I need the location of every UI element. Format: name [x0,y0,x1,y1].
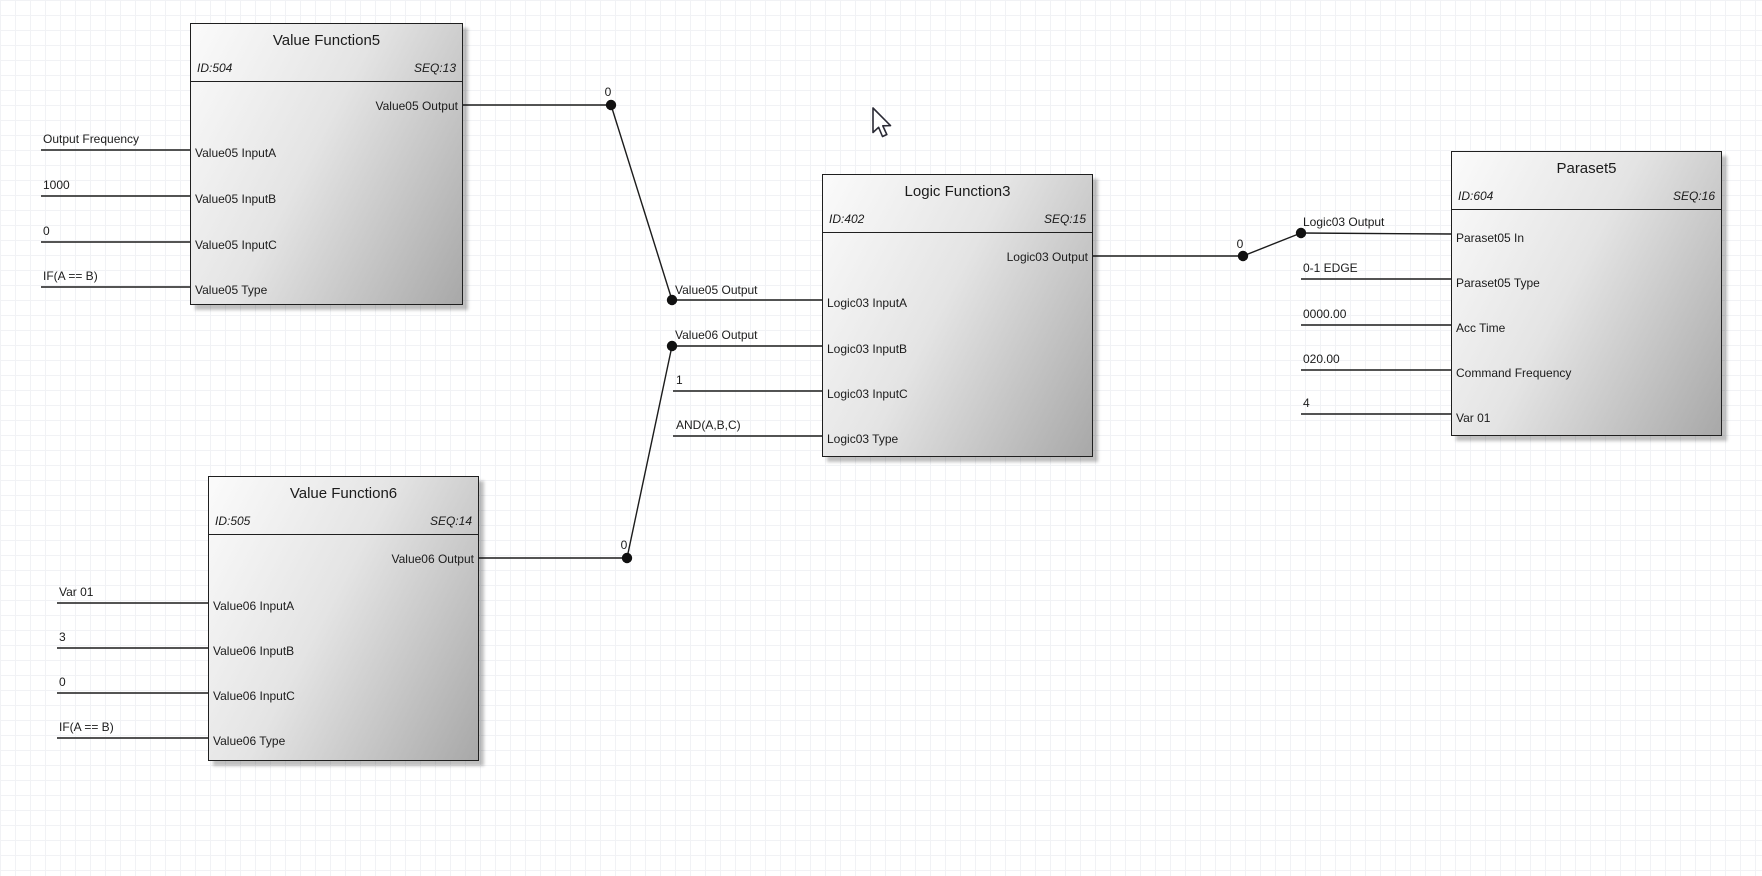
block-title: Value Function6 [289,485,398,502]
input-value-paraset05-type[interactable]: 0-1 EDGE [1303,261,1358,275]
port-value05-type[interactable]: Value05 Type [195,283,268,297]
port-value05-inputb[interactable]: Value05 InputB [195,192,277,206]
junction-value-label: 0 [1236,237,1244,251]
port-value05-output[interactable]: Value05 Output [375,99,458,113]
input-value-acc-time[interactable]: 0000.00 [1303,307,1347,321]
block-id: ID:505 [215,514,251,528]
input-value-vf6-inputc[interactable]: 0 [59,675,66,689]
port-var01[interactable]: Var 01 [1456,411,1491,425]
block-seq: SEQ:13 [413,61,456,75]
junction-dot [1237,250,1249,262]
port-logic03-output[interactable]: Logic03 Output [1006,250,1088,264]
input-value-vf5-inputc[interactable]: 0 [43,224,50,238]
block-id: ID:402 [829,212,865,226]
port-value06-type[interactable]: Value06 Type [213,734,286,748]
port-logic03-inputa[interactable]: Logic03 InputA [827,296,908,310]
port-value06-output[interactable]: Value06 Output [391,552,474,566]
port-value06-inputb[interactable]: Value06 InputB [213,644,295,658]
wire-value05-diagonal[interactable] [610,104,673,301]
junction-dot [621,552,633,564]
input-value-vf5-type[interactable]: IF(A == B) [43,269,98,283]
block-id: ID:604 [1458,189,1494,203]
block-seq: SEQ:16 [1672,189,1715,203]
input-value-logic03-type[interactable]: AND(A,B,C) [676,418,741,432]
block-header-divider [1452,209,1721,210]
input-value-vf6-inputa[interactable]: Var 01 [59,585,94,599]
port-logic03-inputb[interactable]: Logic03 InputB [827,342,908,356]
block-value-function5[interactable]: Value Function5 ID:504 SEQ:13 Value05 Ou… [190,23,463,305]
block-logic-function3[interactable]: Logic Function3 ID:402 SEQ:15 Logic03 Ou… [822,174,1093,457]
port-command-frequency[interactable]: Command Frequency [1456,366,1572,380]
junction-value-label: 0 [604,85,612,99]
block-id: ID:504 [197,61,233,75]
port-acc-time[interactable]: Acc Time [1456,321,1506,335]
block-title: Paraset5 [1556,160,1617,177]
block-title: Value Function5 [272,32,381,49]
junction-dot [605,99,617,111]
port-logic03-type[interactable]: Logic03 Type [827,432,899,446]
wire-tag-value06-output: Value06 Output [675,328,758,342]
junction-value-label: 0 [620,538,628,552]
block-title: Logic Function3 [904,183,1011,200]
input-value-var01[interactable]: 4 [1303,396,1310,410]
junction-dot [666,340,678,352]
wire-tag-value05-output: Value05 Output [675,283,758,297]
mouse-cursor-icon [872,107,892,138]
wire-tag-logic03-output: Logic03 Output [1303,215,1385,229]
port-logic03-inputc[interactable]: Logic03 InputC [827,387,908,401]
block-header-divider [209,534,478,535]
port-value05-inputc[interactable]: Value05 InputC [195,238,277,252]
input-value-vf6-type[interactable]: IF(A == B) [59,720,114,734]
port-paraset05-type[interactable]: Paraset05 Type [1456,276,1540,290]
block-header-divider [191,81,462,82]
block-seq: SEQ:15 [1043,212,1086,226]
wire-value06-diagonal[interactable] [626,345,673,559]
input-value-logic03-inputc[interactable]: 1 [676,373,683,387]
wire-paraset05-in[interactable] [1300,232,1452,235]
block-value-function6[interactable]: Value Function6 ID:505 SEQ:14 Value06 Ou… [208,476,479,761]
input-value-command-frequency[interactable]: 020.00 [1303,352,1340,366]
block-header-divider [823,232,1092,233]
port-value05-inputa[interactable]: Value05 InputA [195,146,277,160]
junction-dot [1295,227,1307,239]
port-value06-inputc[interactable]: Value06 InputC [213,689,295,703]
block-seq: SEQ:14 [429,514,472,528]
junction-dot [666,294,678,306]
input-value-vf6-inputb[interactable]: 3 [59,630,66,644]
port-value06-inputa[interactable]: Value06 InputA [213,599,295,613]
wire-logic03-diagonal[interactable] [1242,232,1302,257]
input-value-vf5-inputa[interactable]: Output Frequency [43,132,140,146]
port-paraset05-in[interactable]: Paraset05 In [1456,231,1525,245]
block-paraset5[interactable]: Paraset5 ID:604 SEQ:16 Paraset05 In Para… [1451,151,1722,436]
input-value-vf5-inputb[interactable]: 1000 [43,178,70,192]
